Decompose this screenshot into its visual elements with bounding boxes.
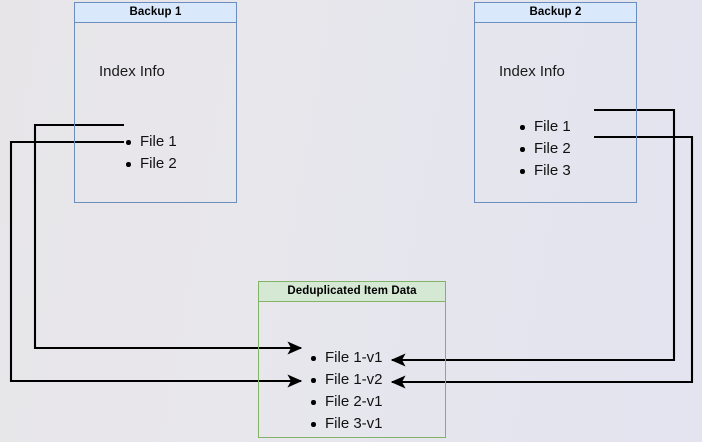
node-backup-1[interactable]: Backup 1 Index Info File 1 File 2 — [74, 2, 237, 203]
list-item: File 2 — [124, 153, 177, 175]
list-item: File 2 — [518, 138, 571, 160]
list-item: File 2-v1 — [309, 391, 383, 413]
node-backup-2[interactable]: Backup 2 Index Info File 1 File 2 File 3 — [474, 2, 637, 203]
node-backup-1-header: Backup 1 — [75, 3, 236, 23]
list-item: File 1 — [518, 116, 571, 138]
list-item: File 1-v1 — [309, 347, 383, 369]
list-item: File 1 — [124, 131, 177, 153]
list-item: File 1-v2 — [309, 369, 383, 391]
list-item: File 3-v1 — [309, 413, 383, 435]
node-deduplicated-item-data-header: Deduplicated Item Data — [259, 282, 445, 302]
backup-1-file-list: File 1 File 2 — [124, 131, 177, 175]
node-deduplicated-item-data-body: File 1-v1 File 1-v2 File 2-v1 File 3-v1 — [259, 302, 445, 437]
node-backup-2-header: Backup 2 — [475, 3, 636, 23]
node-backup-1-body: Index Info File 1 File 2 — [75, 23, 236, 202]
backup-2-index-info-label: Index Info — [499, 63, 565, 80]
node-backup-2-body: Index Info File 1 File 2 File 3 — [475, 23, 636, 202]
list-item: File 3 — [518, 160, 571, 182]
backup-1-index-info-label: Index Info — [99, 63, 165, 80]
dedup-file-list: File 1-v1 File 1-v2 File 2-v1 File 3-v1 — [309, 347, 383, 435]
node-deduplicated-item-data[interactable]: Deduplicated Item Data File 1-v1 File 1-… — [258, 281, 446, 438]
backup-2-file-list: File 1 File 2 File 3 — [518, 116, 571, 182]
